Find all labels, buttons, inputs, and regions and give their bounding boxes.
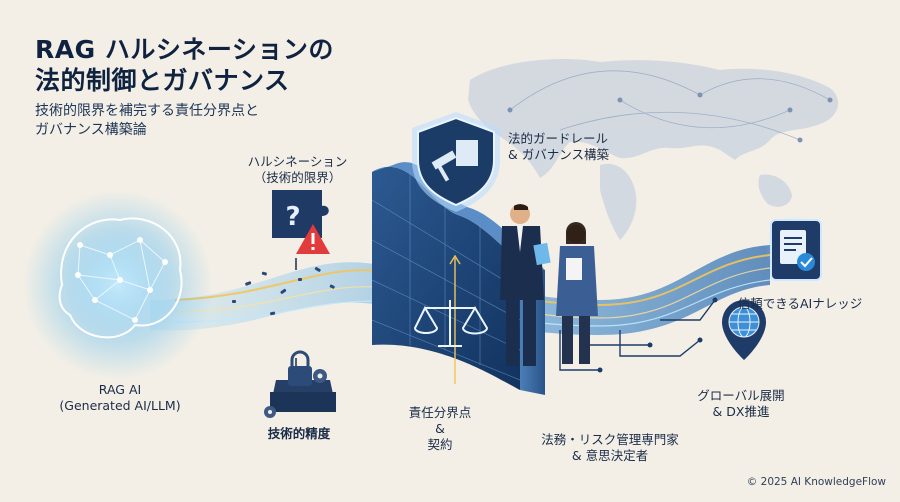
label-hallucination-line1: ハルシネーション xyxy=(247,154,348,169)
warning-icon xyxy=(296,224,330,254)
page-title: RAG ハルシネーションの 法的制御とガバナンス xyxy=(35,34,334,96)
label-hallucination-line2: （技術的限界） xyxy=(253,170,342,185)
padlock-box-icon xyxy=(270,350,336,412)
page-title-line1: RAG ハルシネーションの xyxy=(35,35,334,64)
map-connection-lines xyxy=(509,70,831,141)
label-hallucination: ハルシネーション （技術的限界） xyxy=(235,154,360,186)
label-guardrail-line1: 法的ガードレール xyxy=(508,131,609,146)
label-tech-accuracy: 技術的精度 xyxy=(254,426,344,442)
label-rag-ai-line2: (Generated AI/LLM) xyxy=(59,398,181,413)
label-experts: 法務・リスク管理専門家 & 意思決定者 xyxy=(525,432,695,464)
world-map-graphic xyxy=(468,59,839,240)
label-responsibility-line3: 契約 xyxy=(427,437,453,452)
businesswoman-figure xyxy=(556,222,598,364)
label-global: グローバル展開 & DX推進 xyxy=(686,388,796,420)
label-experts-line1: 法務・リスク管理専門家 xyxy=(541,432,679,447)
page-title-line2: 法的制御とガバナンス xyxy=(35,66,290,95)
label-rag-ai: RAG AI (Generated AI/LLM) xyxy=(55,382,185,414)
label-trusted-knowledge-line1: 信頼できるAIナレッジ xyxy=(737,296,863,311)
page-subtitle: 技術的限界を補完する責任分界点と ガバナンス構築論 xyxy=(35,102,259,140)
label-guardrail-line2: & ガバナンス構築 xyxy=(508,147,609,162)
label-global-line2: & DX推進 xyxy=(712,404,770,419)
page-subtitle-line1: 技術的限界を補完する責任分界点と xyxy=(35,103,259,119)
scales-icon xyxy=(413,300,489,347)
label-tech-accuracy-line1: 技術的精度 xyxy=(267,426,331,441)
puzzle-question-icon: ? xyxy=(272,190,329,238)
document-check-icon xyxy=(770,219,822,281)
copyright: © 2025 AI KnowledgeFlow xyxy=(746,476,886,488)
label-trusted-knowledge: 信頼できるAIナレッジ xyxy=(720,296,880,312)
label-experts-line2: & 意思決定者 xyxy=(571,448,649,463)
label-responsibility-line2: & xyxy=(435,421,445,436)
page-subtitle-line2: ガバナンス構築論 xyxy=(35,122,147,138)
shield-gavel-icon xyxy=(412,112,500,212)
label-responsibility-line1: 責任分界点 xyxy=(408,405,472,420)
svg-text:?: ? xyxy=(285,202,300,232)
label-rag-ai-line1: RAG AI xyxy=(98,382,142,397)
circuit-lines xyxy=(559,299,716,371)
label-responsibility: 責任分界点 & 契約 xyxy=(405,405,475,453)
label-guardrail: 法的ガードレール & ガバナンス構築 xyxy=(508,131,609,163)
globe-pin-icon xyxy=(722,300,766,360)
label-global-line1: グローバル展開 xyxy=(697,388,785,403)
businessman-figure xyxy=(500,204,551,366)
